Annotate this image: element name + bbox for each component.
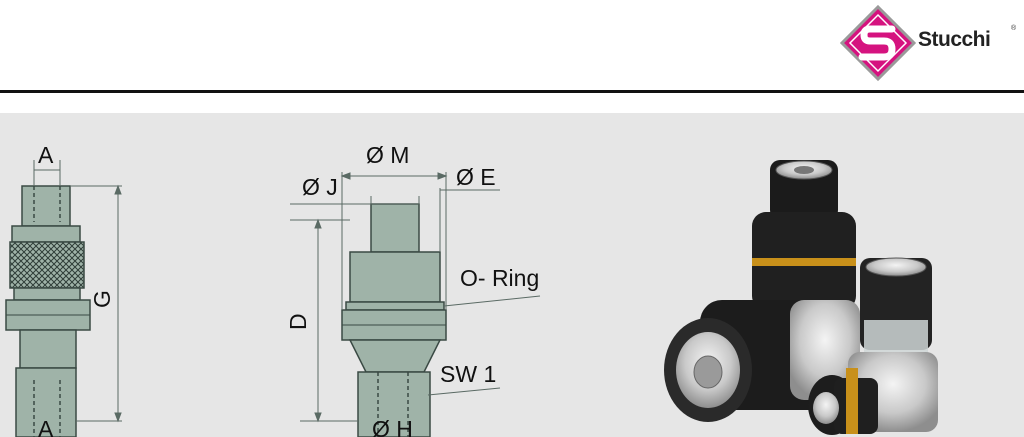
dim-a-bottom-label: A bbox=[38, 416, 54, 437]
middle-dimensions bbox=[290, 172, 541, 423]
left-coupling-drawing bbox=[5, 185, 91, 437]
o-ring-label: O- Ring bbox=[460, 265, 539, 291]
dim-j-label: Ø J bbox=[302, 174, 338, 200]
header-rule bbox=[0, 90, 1024, 93]
dim-g-label: G bbox=[89, 290, 115, 308]
brand-name: Stucchi bbox=[918, 28, 991, 51]
dim-m-label: Ø M bbox=[366, 142, 409, 168]
dim-h-label: Ø H bbox=[372, 416, 413, 437]
dim-d-label: D bbox=[285, 313, 311, 330]
product-photo bbox=[664, 160, 938, 435]
left-dimensions bbox=[33, 160, 122, 423]
brand-registered-mark: ® bbox=[1011, 25, 1017, 32]
sw1-label: SW 1 bbox=[440, 361, 496, 387]
dim-a-top-label: A bbox=[38, 142, 54, 168]
dim-e-label: Ø E bbox=[456, 164, 496, 190]
stucchi-logo-icon bbox=[840, 5, 917, 82]
middle-nipple-drawing bbox=[341, 203, 447, 437]
